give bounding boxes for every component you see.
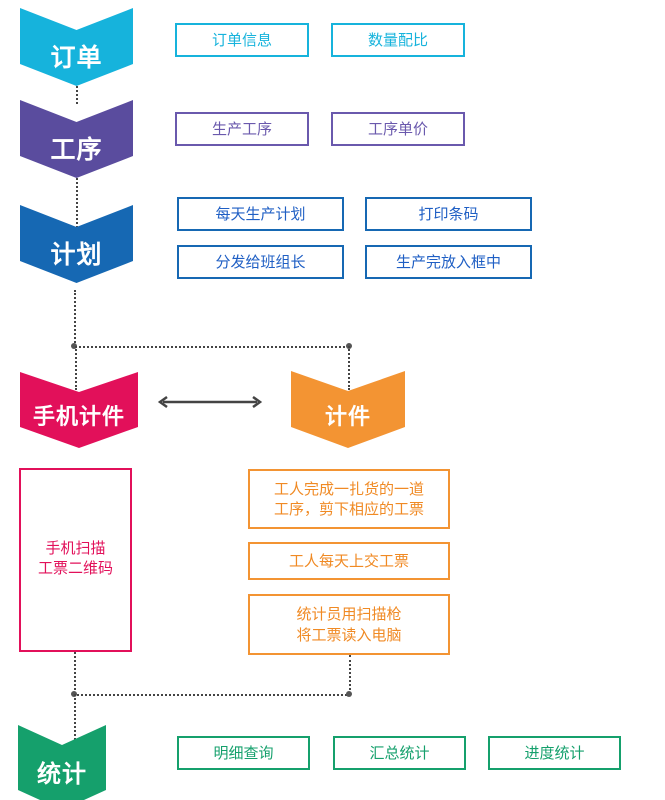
chevron-shape (20, 100, 133, 178)
stage-plan-chevron: 计划 (20, 205, 133, 283)
connector-merge-stats (74, 694, 76, 744)
connector-split-piece (348, 346, 350, 390)
put-in-frame-box: 生产完放入框中 (365, 245, 532, 279)
double-arrow-icon (155, 392, 265, 412)
chevron-shape (20, 8, 133, 86)
summary-stats-box: 汇总统计 (333, 736, 466, 770)
daily-plan-box: 每天生产计划 (177, 197, 344, 231)
chevron-shape (20, 205, 133, 283)
distribute-to-leader-label: 分发给班组长 (215, 252, 306, 271)
quantity-ratio-box: 数量配比 (331, 23, 465, 57)
print-barcode-label: 打印条码 (418, 204, 479, 223)
process-unit-price-box: 工序单价 (331, 112, 465, 146)
submit-ticket-box: 工人每天上交工票 (248, 542, 450, 580)
stage-plan-title: 计划 (50, 240, 103, 269)
connector-split-mobile (75, 346, 77, 390)
detail-query-label: 明细查询 (213, 743, 274, 762)
stage-piece-chevron: 计件 (291, 371, 405, 448)
stage-piece-title: 计件 (324, 404, 371, 430)
connector-node (71, 343, 77, 349)
order-info-box: 订单信息 (175, 23, 309, 57)
chevron-shape (291, 371, 405, 448)
connector-split-horizontal (75, 346, 349, 348)
distribute-to-leader-box: 分发给班组长 (177, 245, 344, 279)
submit-ticket-label: 工人每天上交工票 (288, 551, 409, 570)
chevron-shape (18, 725, 106, 800)
stage-mobile-title: 手机计件 (32, 405, 125, 430)
cut-ticket-box: 工人完成一扎货的一道 工序，剪下相应的工票 (248, 469, 450, 529)
progress-stats-box: 进度统计 (488, 736, 621, 770)
production-process-label: 生产工序 (211, 119, 272, 138)
quantity-ratio-label: 数量配比 (367, 30, 428, 49)
stage-process-chevron: 工序 (20, 100, 133, 178)
connector-merge-horizontal (74, 694, 350, 696)
connector-piece-merge (349, 655, 351, 694)
stage-order-chevron: 订单 (20, 8, 133, 86)
stage-order-title: 订单 (50, 43, 103, 72)
chevron-shape (20, 372, 138, 448)
put-in-frame-label: 生产完放入框中 (395, 252, 501, 271)
order-info-label: 订单信息 (211, 30, 272, 49)
stage-stats-chevron: 统计 (18, 725, 106, 800)
connector-mobile-merge (74, 652, 76, 694)
scan-gun-label: 统计员用扫描枪 将工票读入电脑 (296, 605, 402, 644)
process-unit-price-label: 工序单价 (367, 119, 428, 138)
stage-stats-title: 统计 (37, 760, 87, 788)
summary-stats-label: 汇总统计 (369, 743, 430, 762)
progress-stats-label: 进度统计 (524, 743, 585, 762)
production-process-box: 生产工序 (175, 112, 309, 146)
mobile-scan-box: 手机扫描 工票二维码 (19, 468, 132, 652)
stage-process-title: 工序 (50, 135, 103, 164)
connector-plan-split (74, 290, 76, 346)
connector-process-plan (76, 178, 78, 228)
connector-node (346, 691, 352, 697)
connector-order-process (76, 86, 78, 104)
daily-plan-label: 每天生产计划 (215, 204, 306, 223)
stage-mobile-chevron: 手机计件 (20, 372, 138, 448)
mobile-scan-label: 手机扫描 工票二维码 (37, 539, 113, 578)
detail-query-box: 明细查询 (177, 736, 310, 770)
scan-gun-box: 统计员用扫描枪 将工票读入电脑 (248, 594, 450, 655)
cut-ticket-label: 工人完成一扎货的一道 工序，剪下相应的工票 (273, 479, 424, 518)
print-barcode-box: 打印条码 (365, 197, 532, 231)
